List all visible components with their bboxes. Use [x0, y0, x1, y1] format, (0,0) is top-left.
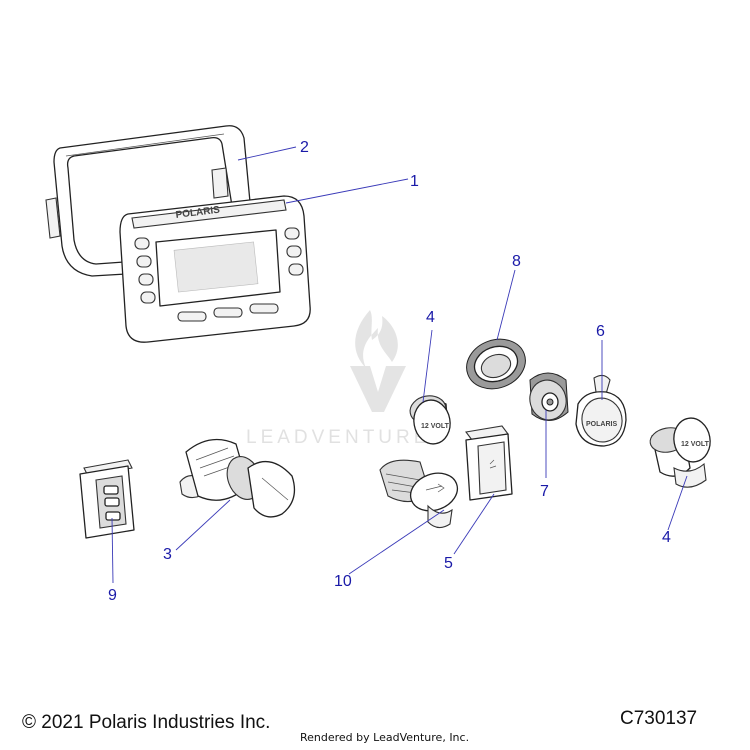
brand-logo: POLARIS	[175, 205, 221, 221]
callout-1: 1	[410, 173, 419, 190]
bottom-buttons	[177, 303, 279, 322]
leader-lines	[111, 146, 688, 584]
part-7-socket	[529, 372, 569, 421]
callout-8: 8	[512, 253, 521, 270]
part-1-display: POLARIS	[119, 195, 311, 343]
callout-numbers: 1 2 3 4 4 5 6 7 8 9 10	[108, 139, 671, 604]
right-buttons	[284, 227, 304, 276]
part-4-socket-right: 12 VOLT	[649, 417, 711, 488]
rendered-by-text: Rendered by LeadVenture, Inc.	[300, 731, 470, 744]
callout-7: 7	[540, 483, 549, 500]
watermark-text: LEADVENTURE	[246, 427, 430, 448]
part-9-switch	[79, 459, 135, 539]
part-2-bezel	[45, 125, 251, 277]
left-buttons	[134, 237, 156, 304]
screen-detail	[173, 241, 259, 293]
callout-5: 5	[444, 555, 453, 572]
part-3-ignition	[179, 438, 296, 518]
callout-4-right: 4	[662, 529, 671, 546]
part-5-rocker	[465, 425, 513, 501]
socket-b-label: 12 VOLT	[681, 441, 710, 448]
leadventure-watermark: LEADVENTURE	[246, 310, 430, 448]
callout-9: 9	[108, 587, 117, 604]
socket-c-label: POLARIS	[586, 421, 617, 428]
callout-10: 10	[334, 573, 352, 590]
socket-a-label: 12 VOLT	[421, 423, 450, 430]
callout-3: 3	[163, 546, 172, 563]
drawing-id: C730137	[620, 708, 698, 729]
copyright-text: © 2021 Polaris Industries Inc.	[22, 712, 271, 733]
callout-6: 6	[596, 323, 605, 340]
part-4-socket-upper: 12 VOLT	[409, 395, 451, 445]
callout-2: 2	[300, 139, 309, 156]
part-6-socket: POLARIS	[575, 374, 627, 447]
part-8-ring	[466, 338, 526, 390]
part-10-usb	[379, 459, 459, 529]
callout-4-upper: 4	[426, 309, 435, 326]
